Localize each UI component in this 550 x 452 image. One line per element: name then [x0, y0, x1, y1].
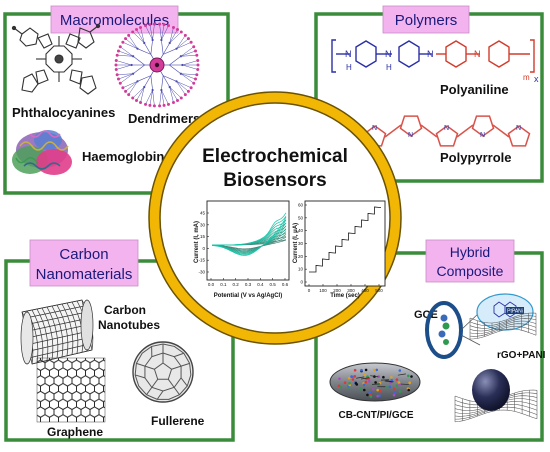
phthalocyanine-structure [12, 24, 99, 94]
carbon-badge-line2: Nanomaterials [36, 266, 133, 283]
cv-xtick-label: 0.2 [233, 282, 240, 287]
haemoglobin-structure [12, 130, 72, 175]
fullerene [133, 342, 193, 402]
cv-xtick-label: 0.0 [208, 282, 215, 287]
svg-text:N: N [345, 49, 352, 59]
polymers-badge: Polymers [383, 6, 469, 33]
cv-xtick-label: 0.4 [257, 282, 264, 287]
polyaniline-structure: N N N N H H x m [332, 40, 539, 84]
fullerene-label: Fullerene [151, 414, 205, 428]
svg-text:N: N [444, 125, 449, 132]
svg-text:N: N [385, 49, 392, 59]
dendrimer-structure [115, 23, 200, 108]
svg-text:N: N [474, 49, 481, 59]
polyaniline-subscript-m: m [523, 73, 530, 82]
amperometry-ytick-label: 10 [298, 267, 304, 272]
center-title-line2: Biosensors [223, 170, 326, 191]
carbon-badge-line1: Carbon [59, 246, 108, 263]
cv-xlabel: Potential (V vs Ag/AgCl) [214, 293, 282, 299]
cb-cnt-label: CB-CNT/PI/GCE [339, 410, 414, 421]
cb-cnt-disc [330, 363, 420, 401]
amperometry-xtick-label: 400 [361, 288, 369, 293]
hybrid-badge-line1: Hybrid [450, 244, 490, 260]
hybrid-badge: Hybrid Composite [426, 240, 514, 282]
cv-ytick-label: -30 [198, 270, 205, 275]
amperometry-ytick-label: 50 [298, 215, 304, 220]
cv-xtick-label: 0.1 [220, 282, 227, 287]
polyaniline-label: Polyaniline [440, 82, 509, 97]
polyaniline-h2: H [386, 63, 392, 72]
polymers-badge-text: Polymers [395, 12, 458, 29]
polypyrrole-label: Polypyrrole [440, 150, 512, 165]
amperometry-xlabel: Time (sec) [330, 293, 360, 299]
svg-text:N: N [372, 125, 377, 132]
cv-xtick-label: 0.3 [245, 282, 252, 287]
macromolecules-badge: Macromolecules [51, 6, 178, 33]
svg-text:N: N [427, 49, 434, 59]
carbon-nanotube [21, 300, 93, 364]
svg-text:N: N [516, 125, 521, 132]
graphene-sheet [37, 358, 105, 422]
nanotubes-label-line1: Carbon [104, 303, 146, 317]
polyaniline-subscript-x: x [534, 74, 539, 84]
carbon-badge: Carbon Nanomaterials [30, 240, 138, 286]
nanotubes-label-line2: Nanotubes [98, 318, 160, 332]
dendrimers-label: Dendrimers [128, 111, 200, 126]
graphene-label: Graphene [47, 425, 103, 439]
cv-ytick-label: 45 [200, 211, 206, 216]
amperometry-xtick-label: 500 [375, 288, 383, 293]
phthalocyanines-label: Phthalocyanines [12, 105, 115, 120]
center-title-line1: Electrochemical [202, 146, 348, 167]
amperometry-ylabel: Current (I, μA) [293, 223, 299, 263]
pani-sphere [472, 369, 510, 411]
cv-ylabel: Current (I, mA) [194, 221, 200, 263]
cv-ytick-label: 15 [200, 234, 206, 239]
amperometry-ytick-label: 60 [298, 203, 304, 208]
svg-text:N: N [480, 132, 485, 139]
cv-ytick-label: 30 [200, 222, 206, 227]
polyaniline-h1: H [346, 63, 352, 72]
svg-text:N: N [408, 132, 413, 139]
macromolecules-badge-text: Macromolecules [60, 12, 169, 29]
cv-xtick-label: 0.5 [270, 282, 277, 287]
cv-xtick-label: 0.6 [282, 282, 289, 287]
amperometry-xtick-label: 100 [319, 288, 327, 293]
ptpani-inset-label: PtPANi [507, 309, 523, 315]
haemoglobin-label: Haemoglobin [82, 149, 164, 164]
hybrid-badge-line2: Composite [437, 263, 504, 279]
rgo-pani-label: rGO+PANI [497, 350, 546, 361]
